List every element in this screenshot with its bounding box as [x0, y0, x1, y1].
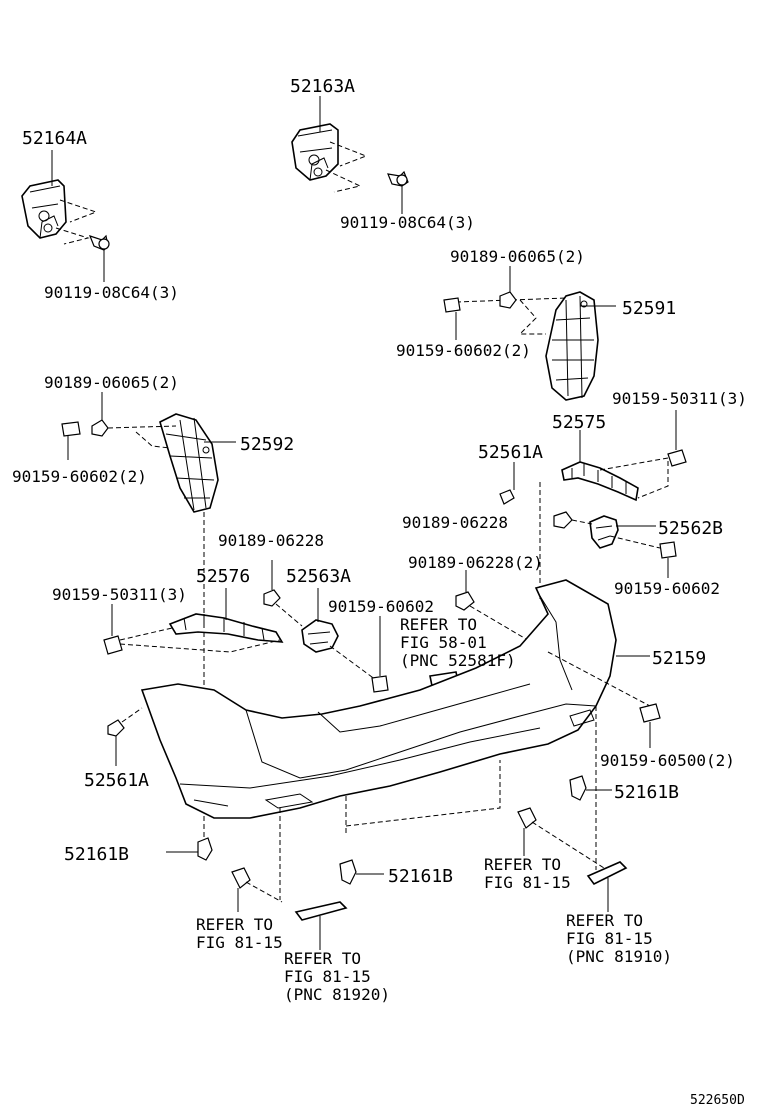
label-pnc-81920: (PNC 81920) — [284, 985, 390, 1004]
label-90189-06065-left: 90189-06065(2) — [44, 373, 179, 392]
clip-90189-06228-left — [263, 589, 281, 607]
label-52561a-right: 52561A — [478, 442, 543, 463]
label-52161b-center: 52161B — [388, 866, 453, 887]
clip-90189-06065-left — [91, 419, 109, 437]
label-90189-06065-right: 90189-06065(2) — [450, 247, 585, 266]
label-52576: 52576 — [196, 566, 250, 587]
clip-52161b-right — [569, 775, 587, 801]
clip-52161b-center — [339, 859, 357, 885]
bracket-52592 — [159, 413, 219, 513]
screw-90159-60602-center — [371, 675, 389, 693]
label-fig-58-01: FIG 58-01 — [400, 633, 487, 652]
label-refer-to-r2: REFER TO — [566, 911, 643, 930]
bolt-90119-08c64-top — [387, 170, 409, 187]
clip-90189-06228-2 — [455, 591, 475, 611]
retainer-52576 — [168, 613, 284, 643]
label-90119-08c64-top: 90119-08C64(3) — [340, 213, 475, 232]
label-90159-60602-center: 90159-60602 — [328, 597, 434, 616]
label-pnc-52581f: (PNC 52581F) — [400, 651, 516, 670]
label-52561a-left: 52561A — [84, 770, 149, 791]
label-52164a: 52164A — [22, 128, 87, 149]
bracket-52163a — [291, 123, 339, 181]
bracket-52164a — [21, 179, 67, 239]
label-refer-to-58: REFER TO — [400, 615, 477, 634]
clip-52161b-left — [197, 837, 213, 861]
clip-90189-06228-right — [553, 511, 573, 529]
bracket-52562b — [589, 515, 619, 549]
screw-90159-50311-right — [667, 449, 687, 467]
label-52159: 52159 — [652, 648, 706, 669]
label-refer-to-l2: REFER TO — [284, 949, 361, 968]
label-90159-60602-r2: 90159-60602 — [614, 579, 720, 598]
label-52161b-left: 52161B — [64, 844, 129, 865]
sensor-fig81-15-right — [517, 807, 537, 829]
label-52163a: 52163A — [290, 76, 355, 97]
retainer-52575 — [561, 461, 639, 502]
label-52562b: 52562B — [658, 518, 723, 539]
label-90159-50311-right: 90159-50311(3) — [612, 389, 747, 408]
label-52591: 52591 — [622, 298, 676, 319]
label-pnc-81910: (PNC 81910) — [566, 947, 672, 966]
label-refer-to-l1: REFER TO — [196, 915, 273, 934]
label-52592: 52592 — [240, 434, 294, 455]
screw-90159-60602-left — [61, 421, 81, 437]
label-fig-81-15-r2: FIG 81-15 — [566, 929, 653, 948]
label-52563a: 52563A — [286, 566, 351, 587]
label-90159-60602-2-right: 90159-60602(2) — [396, 341, 531, 360]
clip-52561a-left — [107, 719, 125, 737]
label-90159-60500: 90159-60500(2) — [600, 751, 735, 770]
clip-52561a-right — [499, 489, 515, 505]
label-52575: 52575 — [552, 412, 606, 433]
screw-90159-50311-left — [103, 635, 123, 655]
reflector-pnc81910 — [586, 861, 628, 886]
screw-90159-60602-r2 — [659, 541, 677, 559]
bumper-cover-52159 — [140, 579, 617, 819]
label-refer-to-r1: REFER TO — [484, 855, 561, 874]
label-90159-50311-left: 90159-50311(3) — [52, 585, 187, 604]
bracket-52563a — [301, 619, 339, 653]
label-90189-06228-right: 90189-06228 — [402, 513, 508, 532]
screw-90159-60602-right — [443, 297, 461, 313]
label-90189-06228-2: 90189-06228(2) — [408, 553, 543, 572]
clip-90189-06065-right — [499, 291, 517, 309]
diagram-code: 522650D — [690, 1093, 745, 1108]
bracket-52591 — [545, 291, 599, 401]
screw-90159-60500 — [639, 703, 661, 723]
label-fig-81-15-r1: FIG 81-15 — [484, 873, 571, 892]
label-fig-81-15-l1: FIG 81-15 — [196, 933, 283, 952]
bolt-90119-08c64-left — [88, 234, 110, 251]
reflector-pnc81920 — [294, 901, 348, 921]
label-90119-08c64-left: 90119-08C64(3) — [44, 283, 179, 302]
sensor-fig81-15-left — [231, 867, 251, 889]
label-fig-81-15-l2: FIG 81-15 — [284, 967, 371, 986]
label-90159-60602-2-left: 90159-60602(2) — [12, 467, 147, 486]
label-52161b-right: 52161B — [614, 782, 679, 803]
label-90189-06228-left: 90189-06228 — [218, 531, 324, 550]
